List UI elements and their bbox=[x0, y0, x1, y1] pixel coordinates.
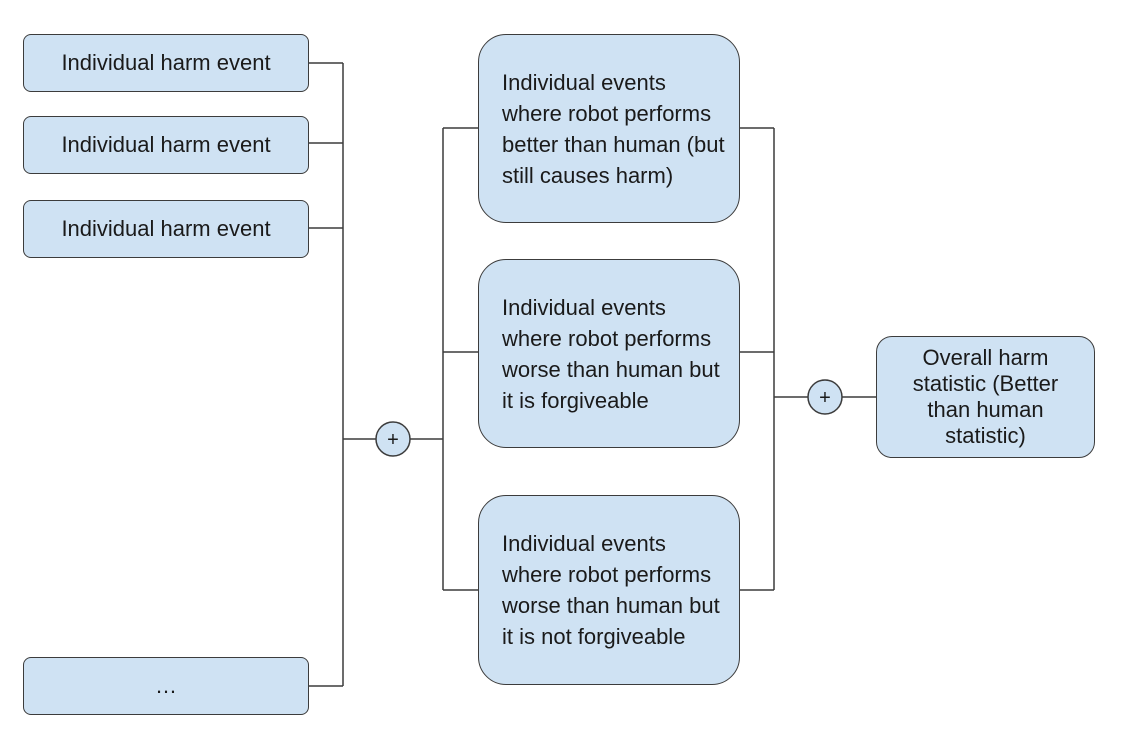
harm-event-node: Individual harm event bbox=[23, 200, 309, 258]
category-worse-forgiveable-node: Individual events where robot performs w… bbox=[478, 259, 740, 448]
category-better-node: Individual events where robot performs b… bbox=[478, 34, 740, 223]
ellipsis-label: … bbox=[155, 673, 177, 698]
more-events-node: … bbox=[23, 657, 309, 715]
category-label: Individual events where robot performs w… bbox=[502, 294, 720, 413]
harm-event-label: Individual harm event bbox=[61, 50, 271, 75]
harm-event-node: Individual harm event bbox=[23, 34, 309, 92]
sum-operator-2-symbol: + bbox=[819, 387, 831, 409]
harm-event-label: Individual harm event bbox=[61, 132, 271, 157]
category-label: Individual events where robot performs b… bbox=[502, 69, 725, 188]
overall-statistic-label: Overall harm statistic (Better than huma… bbox=[912, 345, 1059, 448]
category-label: Individual events where robot performs w… bbox=[502, 531, 720, 649]
sum-operator-1-symbol: + bbox=[387, 429, 399, 451]
sum-operator-1 bbox=[375, 421, 411, 457]
overall-statistic-node: Overall harm statistic (Better than huma… bbox=[876, 336, 1095, 458]
harm-event-label: Individual harm event bbox=[61, 216, 271, 241]
sum-operator-2 bbox=[807, 379, 843, 415]
harm-event-node: Individual harm event bbox=[23, 116, 309, 174]
category-worse-not-forgiveable-node: Individual events where robot performs w… bbox=[478, 495, 740, 685]
